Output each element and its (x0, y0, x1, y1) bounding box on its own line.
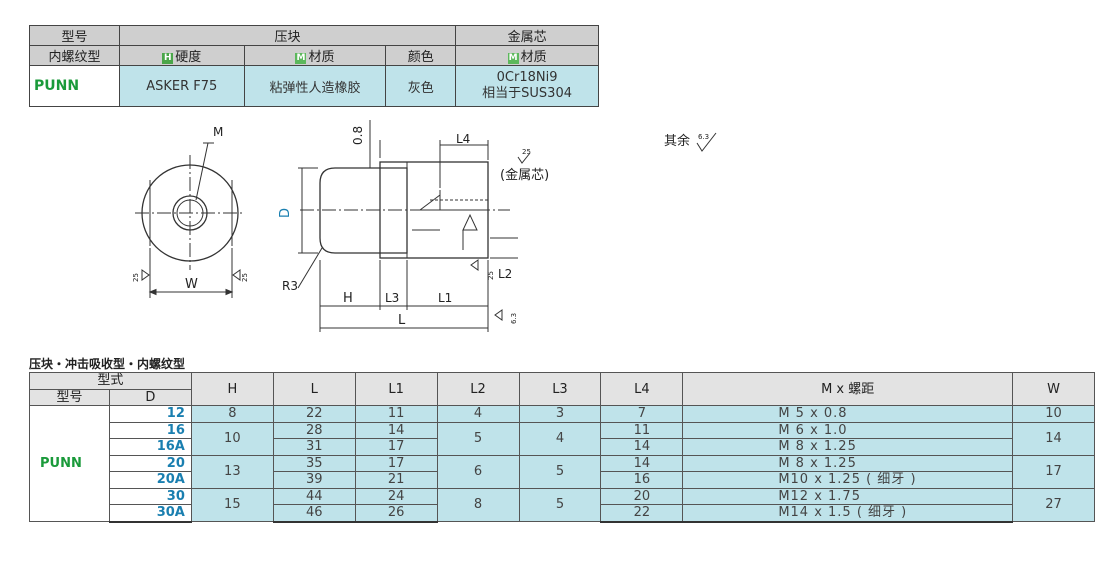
roughness-icon: 6.3 (696, 132, 717, 152)
dimensions-table: 型式 H L L1 L2 L3 L4 M x 螺距 W 型号 D PUNN 12… (29, 372, 1095, 523)
table-row: 30 15 44 24 8 5 20 M12 x 1.75 27 (30, 487, 1095, 522)
label-0-8: 0.8 (351, 126, 365, 145)
rough-25-right: 25 (241, 273, 249, 282)
table-row: 16 10 28 14 5 4 11 M 6 x 1.0 14 (30, 421, 1095, 456)
front-view (135, 142, 245, 298)
mark-m-icon: M (295, 53, 307, 64)
hdr-press: 压块 (118, 25, 457, 46)
label-l: L (398, 313, 406, 328)
hdr-type: 型式 (29, 372, 192, 390)
hdr-h: H (190, 372, 274, 406)
hdr-l2: L2 (436, 372, 520, 406)
svg-text:6.3: 6.3 (698, 133, 709, 141)
hdr-l: L (272, 372, 356, 406)
mark-m-icon: M (507, 53, 519, 64)
hdr-l3: L3 (518, 372, 602, 406)
side-view (297, 120, 518, 332)
table-row: 30A 46 26 22 M14 x 1.5 ( 细牙 ) (30, 504, 1095, 523)
hdr-l4: L4 (600, 372, 684, 406)
label-core-note: (金属芯) (500, 167, 549, 183)
label-l1: L1 (438, 291, 452, 305)
hdr-model: 型号 (29, 25, 120, 46)
hdr-d: D (108, 388, 192, 406)
rough-25-left: 25 (132, 273, 140, 282)
hdr-m: M x 螺距 (682, 372, 1014, 406)
table-row: 20A 39 21 16 M10 x 1.25 ( 细牙 ) (30, 471, 1095, 489)
surface-roughness-note: 其余 6.3 (664, 130, 720, 153)
table-row: PUNN 12 8 22 11 4 3 7 M 5 x 0.8 10 (29, 405, 1095, 522)
hdr-color: 颜色 (385, 45, 457, 66)
label-l2: L2 (498, 267, 512, 281)
hdr-w: W (1012, 372, 1095, 406)
rough-63-bottom: 6.3 (510, 313, 518, 324)
technical-drawing: M W 25 25 (132, 120, 549, 332)
label-m: M (213, 125, 223, 139)
label-r3: R3 (282, 279, 298, 293)
hdr-core: 金属芯 (455, 25, 599, 46)
rough-25-side: 25 (487, 271, 495, 280)
mark-h-icon: H (162, 53, 174, 64)
hdr-thread-type: 内螺纹型 (29, 45, 120, 66)
row-model: PUNN (29, 65, 120, 107)
label-h: H (343, 291, 353, 306)
label-l4: L4 (456, 132, 470, 146)
hdr-l1: L1 (354, 372, 438, 406)
row-color: 灰色 (385, 65, 457, 107)
section-title: 压块・冲击吸收型・内螺纹型 (29, 357, 186, 371)
label-w: W (185, 277, 198, 292)
label-d: D (278, 208, 293, 218)
row-material: 粘弹性人造橡胶 (243, 65, 387, 107)
row-core: 0Cr18Ni9 相当于SUS304 (455, 65, 599, 107)
rough-25-top: 25 (522, 148, 531, 156)
table-row: 20 13 35 17 6 5 14 M 8 x 1.25 17 (30, 454, 1095, 489)
row-hardness: ASKER F75 (118, 65, 245, 107)
label-l3: L3 (385, 291, 399, 305)
cell-model: PUNN (29, 405, 110, 522)
hdr-model: 型号 (29, 388, 110, 406)
